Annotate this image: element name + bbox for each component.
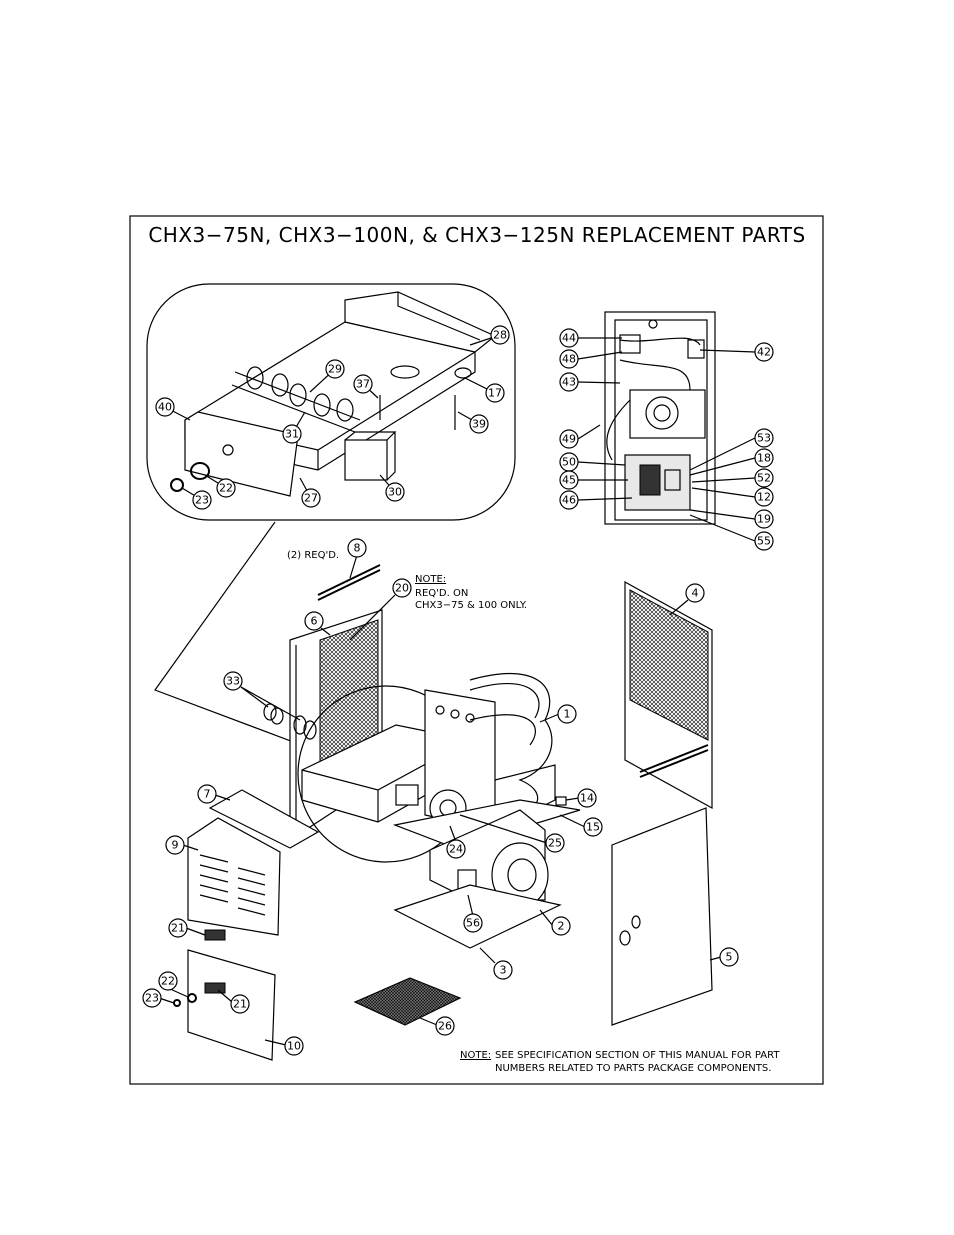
note-line-1a: REQ'D. ON xyxy=(415,588,468,599)
callout-4: 4 xyxy=(692,587,699,600)
callout-50: 50 xyxy=(562,456,576,469)
callout-5: 5 xyxy=(726,951,733,964)
callout-10: 10 xyxy=(287,1040,301,1053)
callout-17: 17 xyxy=(488,387,502,400)
callout-53: 53 xyxy=(757,432,771,445)
callout-15: 15 xyxy=(586,821,600,834)
callout-20: 20 xyxy=(395,582,409,595)
qty-note: (2) REQ'D. xyxy=(287,550,339,561)
callout-33: 33 xyxy=(226,675,240,688)
callout-46: 46 xyxy=(562,494,576,507)
callout-23: 23 xyxy=(195,494,209,507)
front-door xyxy=(611,807,713,1026)
callout-21: 21 xyxy=(233,998,247,1011)
note-line-2a: SEE SPECIFICATION SECTION OF THIS MANUAL… xyxy=(495,1050,780,1061)
callout-1: 1 xyxy=(564,708,571,721)
callout-2: 2 xyxy=(558,920,565,933)
callout-29: 29 xyxy=(328,363,342,376)
callout-52: 52 xyxy=(757,472,771,485)
callout-45: 45 xyxy=(562,474,576,487)
top-cap xyxy=(208,789,320,849)
air-filter xyxy=(353,977,462,1026)
callout-21: 21 xyxy=(171,922,185,935)
callout-30: 30 xyxy=(388,486,402,499)
note-line-2b: NUMBERS RELATED TO PARTS PACKAGE COMPONE… xyxy=(495,1063,771,1074)
callout-7: 7 xyxy=(204,788,211,801)
callout-27: 27 xyxy=(304,492,318,505)
callout-55: 55 xyxy=(757,535,771,548)
callout-3: 3 xyxy=(500,964,507,977)
side-panel xyxy=(624,580,713,810)
callout-9: 9 xyxy=(172,839,179,852)
callout-28: 28 xyxy=(493,329,507,342)
callout-26: 26 xyxy=(438,1020,452,1033)
upper-door xyxy=(187,817,281,936)
note-label-2: NOTE: xyxy=(460,1050,491,1061)
control-panel-detail xyxy=(604,311,716,525)
callout-8: 8 xyxy=(354,542,361,555)
callout-24: 24 xyxy=(449,843,463,856)
burner-assembly-detail xyxy=(146,283,516,521)
callout-22: 22 xyxy=(161,975,175,988)
callout-6: 6 xyxy=(311,615,318,628)
callout-25: 25 xyxy=(548,837,562,850)
callout-19: 19 xyxy=(757,513,771,526)
callout-37: 37 xyxy=(356,378,370,391)
callout-49: 49 xyxy=(562,433,576,446)
callout-43: 43 xyxy=(562,376,576,389)
gasket-strip xyxy=(317,564,381,601)
callout-31: 31 xyxy=(285,428,299,441)
callout-14: 14 xyxy=(580,792,594,805)
callout-48: 48 xyxy=(562,353,576,366)
note-line-1b: CHX3−75 & 100 ONLY. xyxy=(415,600,527,611)
callout-42: 42 xyxy=(757,346,771,359)
callout-22: 22 xyxy=(219,482,233,495)
callout-18: 18 xyxy=(757,452,771,465)
note-label-1: NOTE: xyxy=(415,574,446,585)
callout-39: 39 xyxy=(472,418,486,431)
callout-56: 56 xyxy=(466,917,480,930)
diagram-title: CHX3−75N, CHX3−100N, & CHX3−125N REPLACE… xyxy=(148,223,805,247)
callout-44: 44 xyxy=(562,332,576,345)
callout-12: 12 xyxy=(757,491,771,504)
callout-23: 23 xyxy=(145,992,159,1005)
drawing-frame xyxy=(129,215,824,1085)
callout-40: 40 xyxy=(158,401,172,414)
